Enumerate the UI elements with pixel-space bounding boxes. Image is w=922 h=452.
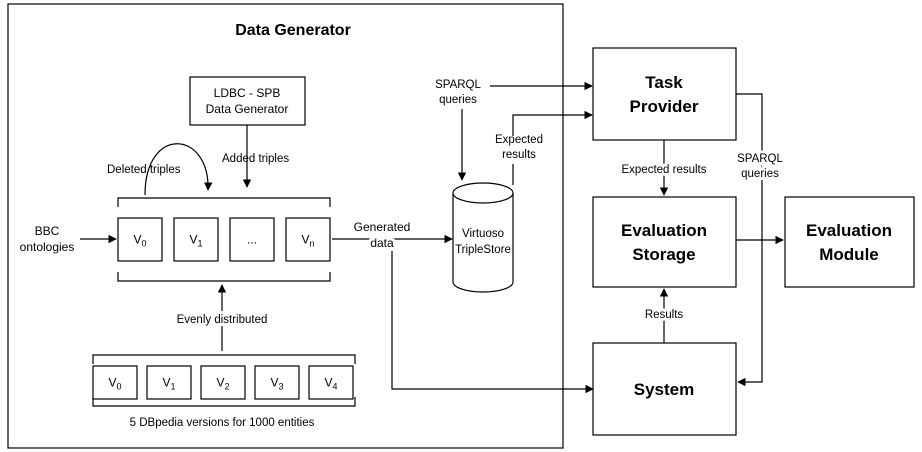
- version-box-2: [229, 217, 275, 262]
- results-label: Results: [645, 309, 684, 321]
- virtuoso-triplestore: [452, 182, 514, 293]
- dbpedia-caption: 5 DBpedia versions for 1000 entities: [130, 417, 315, 429]
- deleted-triples-label: Deleted triples: [107, 164, 181, 176]
- dbpedia-version-subscript-1: 1: [171, 382, 176, 392]
- sparql-right-label: SPARQL: [737, 153, 783, 165]
- expected-results-label-2: results: [502, 149, 536, 161]
- expected-results-mid-label: Expected results: [621, 164, 706, 176]
- generated-label: Generated: [354, 220, 411, 234]
- dbpedia-bottom-bracket: [92, 397, 356, 407]
- evaluation-module-label: Evaluation: [806, 221, 892, 240]
- bbc-label: BBC: [35, 224, 60, 238]
- virtuoso-label: Virtuoso: [462, 228, 504, 240]
- sparql-queries-label-2: queries: [439, 94, 477, 106]
- system-label: System: [634, 380, 694, 399]
- dbpedia-version-box-4: [308, 365, 354, 400]
- added-triples-label: Added triples: [222, 153, 289, 165]
- version-subscript-0: 0: [142, 239, 147, 249]
- evaluation-module-label-2: Module: [819, 245, 879, 264]
- version-box-3: [285, 217, 331, 262]
- ldbc-spb-label: LDBC - SPB: [214, 86, 281, 100]
- dbpedia-version-subscript-2: 2: [225, 382, 230, 392]
- dbpedia-version-subscript-3: 3: [279, 382, 284, 392]
- versions-bottom-bracket: [117, 272, 331, 282]
- dbpedia-top-bracket: [92, 354, 356, 364]
- versions-top-bracket: [117, 197, 331, 207]
- ldbc-spb-box: [189, 76, 306, 126]
- data-generator-title: Data Generator: [235, 22, 351, 39]
- sparql-queries-label: SPARQL: [435, 79, 481, 91]
- evaluation-storage-box: [592, 196, 737, 288]
- expected-results-to-task-arrow: [512, 110, 593, 136]
- task-provider-box: [592, 47, 737, 141]
- system-box: [592, 342, 737, 436]
- expected-results-label: Expected: [495, 134, 543, 146]
- sparql-right-label-2: queries: [741, 168, 779, 180]
- version-subscript-1: 1: [198, 239, 203, 249]
- ontologies-label: ontologies: [20, 240, 75, 254]
- task-to-system-arrow: [736, 93, 763, 387]
- deleted-triples-arrow: [144, 143, 213, 196]
- evaluation-storage-label-2: Storage: [632, 245, 695, 264]
- version-subscript-3: n: [310, 239, 315, 249]
- dbpedia-version-box-3: [254, 365, 300, 400]
- task-provider-label: Task: [645, 73, 683, 92]
- version-label-2: ...: [247, 233, 257, 247]
- evaluation-storage-label: Evaluation: [621, 221, 707, 240]
- evenly-distributed-label: Evenly distributed: [177, 314, 268, 326]
- dbpedia-version-subscript-0: 0: [117, 382, 122, 392]
- generated-to-system-arrow: [391, 251, 594, 394]
- dbpedia-version-box-1: [146, 365, 192, 400]
- dbpedia-version-box-0: [92, 365, 138, 400]
- dbpedia-version-subscript-4: 4: [333, 382, 338, 392]
- ldbc-data-generator-label: Data Generator: [206, 102, 289, 116]
- triplestore-label: TripleStore: [455, 244, 511, 256]
- evaluation-module-box: [784, 196, 915, 288]
- version-box-1: [173, 217, 219, 262]
- task-provider-label-2: Provider: [630, 97, 699, 116]
- version-box-0: [117, 217, 163, 262]
- data-label: data: [370, 236, 394, 250]
- dbpedia-version-box-2: [200, 365, 246, 400]
